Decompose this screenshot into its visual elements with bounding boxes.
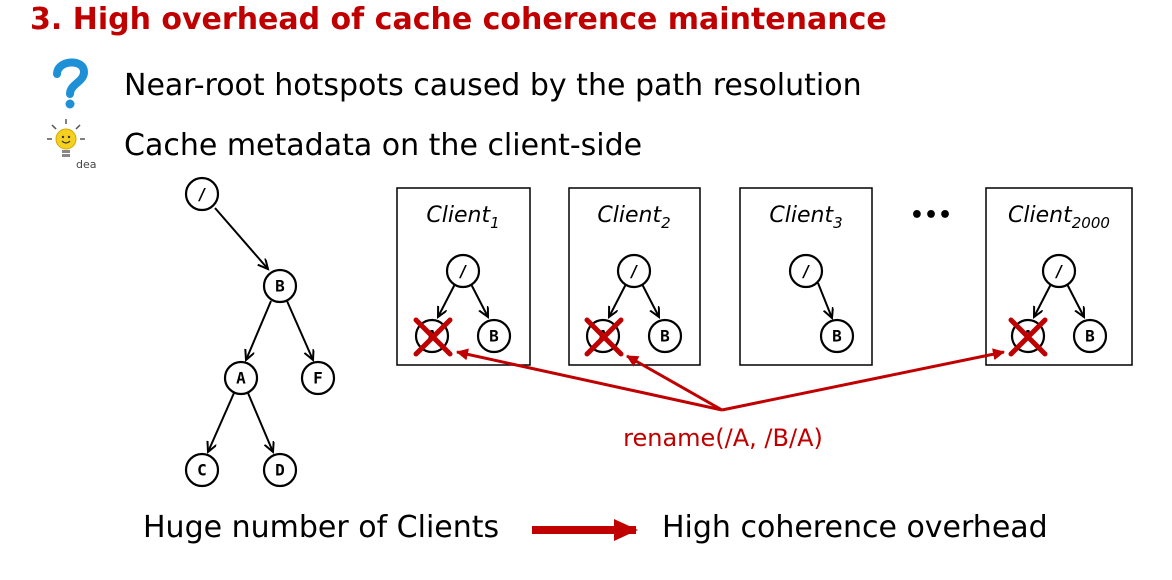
svg-text:B: B xyxy=(660,327,670,346)
tree-node-d: D xyxy=(262,452,298,488)
tree-node-a: A xyxy=(223,360,259,396)
invalidation-x-icon xyxy=(584,317,624,357)
svg-text:B: B xyxy=(489,327,499,346)
footer-effect: High coherence overhead xyxy=(662,510,1048,545)
svg-text:B: B xyxy=(275,277,285,296)
client-node-b: B xyxy=(647,318,683,354)
client-label: Client1 xyxy=(426,203,499,232)
client-node-b: B xyxy=(476,318,512,354)
idea-icon-label: dea xyxy=(76,158,97,171)
tree-node-b: B xyxy=(262,268,298,304)
svg-text:F: F xyxy=(313,369,323,388)
tree-node-c: C xyxy=(184,452,220,488)
svg-text:/: / xyxy=(458,262,468,281)
directory-tree: / B A F C D xyxy=(184,176,336,488)
clients-ellipsis: ••• xyxy=(910,203,952,228)
svg-text:/: / xyxy=(197,185,207,204)
client-box-1: Client1 / A B xyxy=(396,187,531,366)
bullet-idea: Cache metadata on the client-side xyxy=(124,128,643,163)
tree-node-root: / xyxy=(184,176,220,212)
svg-text:B: B xyxy=(832,327,842,346)
lightbulb-icon: dea xyxy=(47,119,97,171)
client-node-root: / xyxy=(616,253,652,289)
svg-text:/: / xyxy=(629,262,639,281)
client-box-2: Client2 / A B xyxy=(568,187,701,366)
svg-text:/: / xyxy=(801,262,811,281)
svg-text:B: B xyxy=(1085,327,1095,346)
client-node-b: B xyxy=(819,318,855,354)
rename-operation-label: rename(/A, /B/A) xyxy=(623,424,823,452)
client-label: Client2000 xyxy=(1008,203,1110,232)
client-node-b: B xyxy=(1072,318,1108,354)
invalidation-x-icon xyxy=(1008,317,1048,357)
client-label: Client2 xyxy=(597,203,670,232)
slide-title: 3. High overhead of cache coherence main… xyxy=(30,2,887,37)
client-box-2000: Client2000 / A B xyxy=(985,187,1133,366)
svg-text:D: D xyxy=(275,461,285,480)
client-box-3: Client3 / B xyxy=(739,187,873,366)
invalidation-x-icon xyxy=(413,317,453,357)
client-label: Client3 xyxy=(769,203,842,232)
client-node-root: / xyxy=(445,253,481,289)
bullet-problem: Near-root hotspots caused by the path re… xyxy=(124,68,862,103)
svg-text:/: / xyxy=(1054,262,1064,281)
svg-text:C: C xyxy=(197,461,207,480)
svg-text:A: A xyxy=(236,369,246,388)
invalidation-arrows xyxy=(456,348,1005,412)
client-node-root: / xyxy=(788,253,824,289)
client-node-root: / xyxy=(1041,253,1077,289)
question-mark-icon xyxy=(53,58,89,109)
footer-cause: Huge number of Clients xyxy=(143,510,500,545)
tree-node-f: F xyxy=(300,360,336,396)
